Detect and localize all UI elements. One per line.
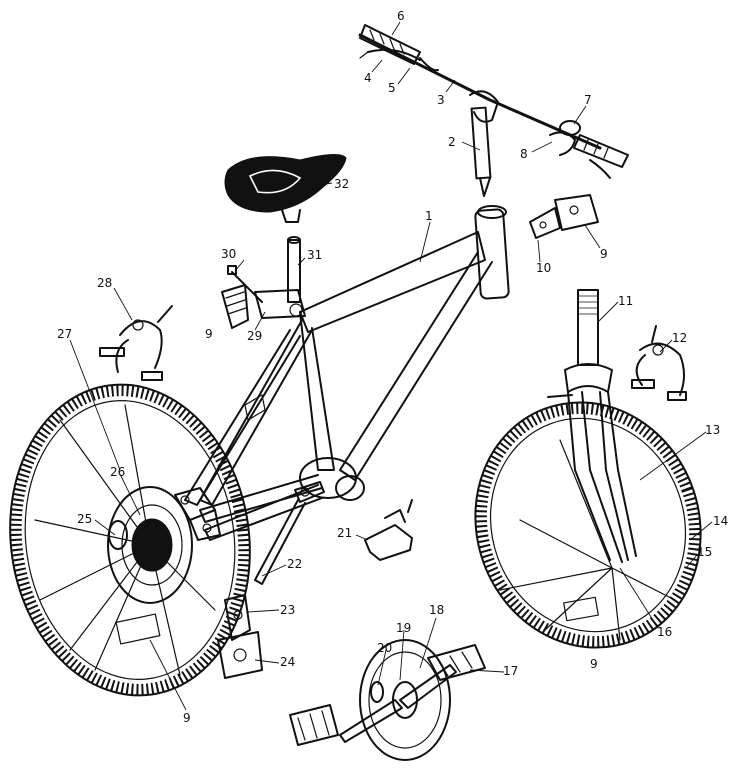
callout-23: 23 (280, 603, 295, 617)
callout-9-rear-reflector: 9 (183, 711, 191, 725)
rear-reflector (115, 613, 161, 645)
callout-3: 3 (437, 93, 445, 107)
front-wheel (474, 401, 702, 649)
callout-30: 30 (221, 247, 236, 261)
callout-31: 31 (307, 248, 322, 262)
crankset (339, 639, 457, 761)
callout-19: 19 (396, 621, 411, 635)
callout-14: 14 (713, 514, 728, 528)
callout-18: 18 (429, 603, 444, 617)
right-pedal (427, 644, 486, 681)
callout-17: 17 (503, 664, 518, 678)
bicycle-frame (174, 205, 510, 541)
callout-4: 4 (364, 71, 372, 85)
front-reflector (563, 596, 599, 622)
callout-21: 21 (337, 526, 352, 540)
chain-guard-bracket (221, 284, 249, 329)
callout-9-front-reflector: 9 (590, 657, 598, 671)
callout-11: 11 (618, 294, 633, 308)
front-wheel-spokes (499, 439, 676, 641)
callout-20: 20 (377, 641, 392, 655)
callout-13: 13 (705, 423, 720, 437)
rear-brake-caliper (99, 305, 173, 381)
callout-1: 1 (425, 209, 433, 223)
front-brake-caliper (631, 325, 687, 401)
rear-hub-cassette (107, 486, 193, 604)
callout-28: 28 (97, 276, 112, 290)
leader-lines (69, 21, 713, 711)
callout-24: 24 (280, 655, 295, 669)
front-fork (547, 289, 637, 563)
callout-32: 32 (334, 177, 349, 191)
callout-26: 26 (110, 465, 125, 479)
rear-wheel-spokes (34, 404, 216, 676)
callout-22: 22 (287, 557, 302, 571)
callout-10: 10 (536, 261, 551, 275)
left-pedal (289, 704, 339, 746)
callout-5: 5 (388, 81, 396, 95)
callout-labels: 1 2 3 4 5 6 7 8 9 9 9 9 10 11 12 13 14 1… (57, 9, 728, 725)
callout-6: 6 (397, 9, 405, 23)
stem-bracket (529, 194, 599, 239)
rear-derailleur (217, 594, 263, 679)
callout-25: 25 (77, 512, 92, 526)
kickstand (254, 481, 325, 585)
callout-9-bracket-front: 9 (600, 247, 608, 261)
callout-8: 8 (520, 147, 528, 161)
callout-15: 15 (697, 545, 712, 559)
saddle (224, 154, 347, 223)
seat-post-assembly (227, 236, 306, 319)
callout-2: 2 (448, 135, 456, 149)
handlebar-assembly (358, 24, 629, 197)
front-derailleur (364, 499, 413, 561)
callout-7: 7 (584, 93, 592, 107)
callout-16: 16 (657, 625, 672, 639)
callout-12: 12 (672, 331, 687, 345)
callout-27: 27 (57, 327, 72, 341)
rear-wheel (9, 383, 251, 697)
callout-29: 29 (247, 329, 262, 343)
callout-9-bracket-left: 9 (205, 327, 213, 341)
